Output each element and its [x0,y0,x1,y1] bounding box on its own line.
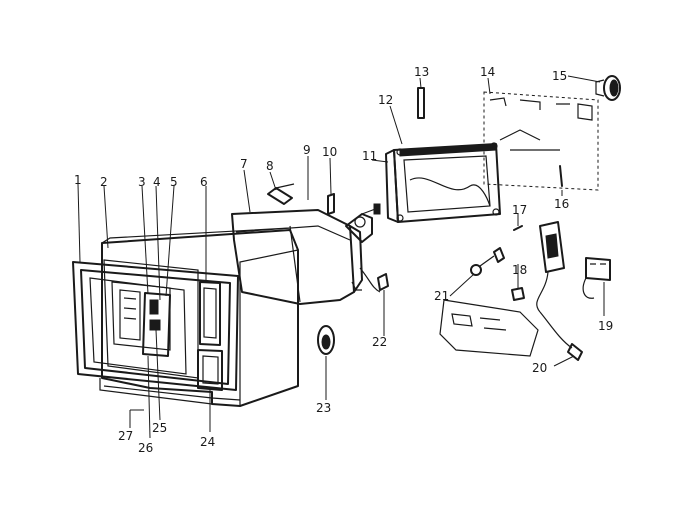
callout-19: 19 [598,319,613,333]
lower-chassis [439,247,539,357]
screen-mask [103,259,199,379]
callout-21: 21 [434,289,449,303]
callout-27: 27 [118,429,133,443]
callout-22: 22 [372,335,387,349]
cabinet [99,227,299,407]
small-screw [513,225,523,231]
leader-lines [77,75,605,439]
flyback-transformer [536,221,583,361]
fuse-holder [511,287,525,301]
callout-1: 1 [74,173,82,187]
control-panel [119,289,171,357]
callout-10: 10 [322,145,337,159]
callout-17: 17 [512,203,527,217]
deflection-yoke [345,203,381,243]
main-board [483,91,599,191]
ground-wire [351,267,389,293]
callout-14: 14 [480,65,495,79]
callout-9: 9 [303,143,311,157]
callout-25: 25 [152,421,167,435]
callout-8: 8 [266,159,274,173]
board-screw [559,165,563,187]
ac-input-board [582,257,611,299]
clip [327,193,335,215]
picture-tube [231,209,363,305]
callout-11: 11 [362,149,377,163]
post [417,87,425,119]
callout-18: 18 [512,263,527,277]
callout-3: 3 [138,175,146,189]
knob [595,75,621,101]
callout-13: 13 [414,65,429,79]
callout-5: 5 [170,175,178,189]
callout-23: 23 [316,401,331,415]
callout-24: 24 [200,435,215,449]
callout-20: 20 [532,361,547,375]
callout-12: 12 [378,93,393,107]
callout-15: 15 [552,69,567,83]
callout-2: 2 [100,175,108,189]
screw [267,183,295,205]
callout-labels: 1 2 3 4 5 6 7 8 9 10 11 12 13 14 15 16 1… [74,65,613,455]
side-panel [197,281,223,391]
speaker [317,325,335,355]
callout-16: 16 [554,197,569,211]
callout-7: 7 [240,157,248,171]
callout-26: 26 [138,441,153,455]
rear-frame [385,142,501,223]
callout-6: 6 [200,175,208,189]
callout-4: 4 [153,175,161,189]
